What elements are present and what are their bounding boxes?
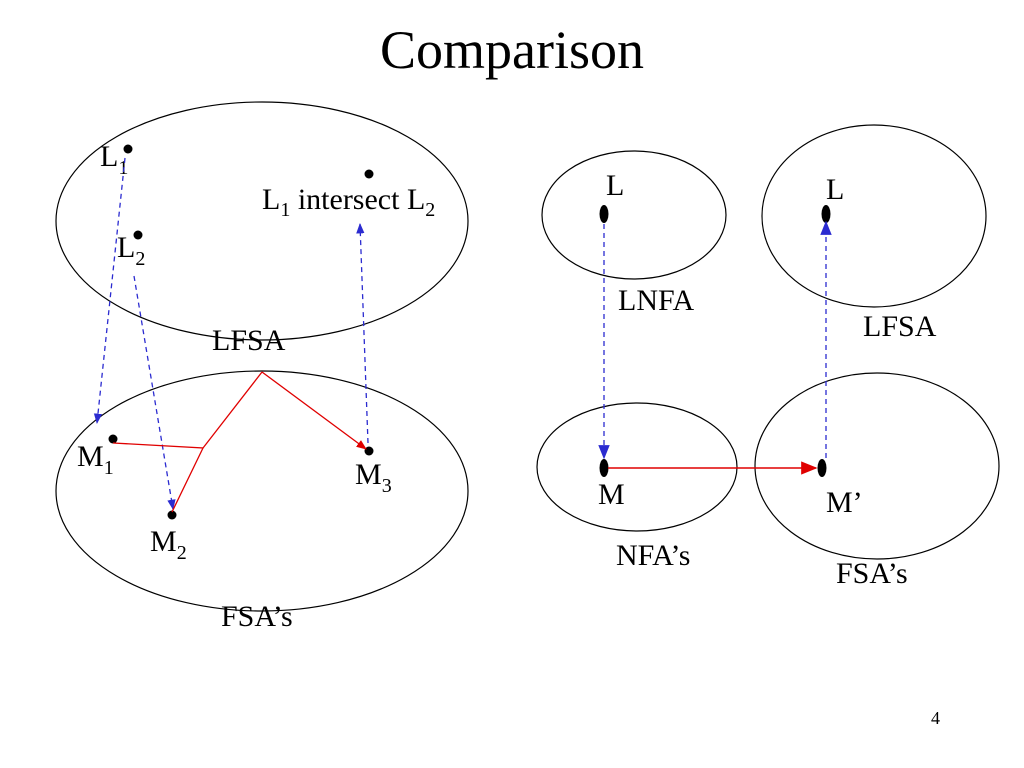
nfas-label: NFA’s — [616, 539, 690, 572]
m1-point — [108, 434, 118, 444]
m2-point — [167, 510, 177, 520]
l1-point — [123, 144, 133, 154]
join-to-apex-line — [202, 371, 263, 449]
apex-to-m3-red-arrow — [261, 371, 367, 450]
fsa-m-prime-point — [817, 459, 827, 477]
intersect-label: L1 intersect L2 — [262, 183, 435, 221]
m3-to-intersect-dashed-arrow — [356, 222, 369, 444]
lnfa-set-ellipse — [541, 150, 727, 280]
lfsa-set-ellipse — [55, 101, 469, 341]
m1-m2-join-lines — [112, 442, 205, 513]
l2-point — [133, 230, 143, 240]
right-lfsa-set-ellipse — [761, 124, 987, 308]
fsas-set-ellipse — [55, 370, 469, 612]
page-number: 4 — [931, 708, 940, 728]
l2-to-m2-dashed-arrow — [133, 275, 176, 511]
slide-title: Comparison — [380, 20, 644, 80]
m3-point — [364, 446, 374, 456]
lnfa-label: LNFA — [618, 284, 694, 317]
nfa-m-point — [599, 459, 609, 477]
intersect-point — [364, 169, 374, 179]
fsa-m-prime-label: M’ — [826, 486, 863, 519]
lnfa-l-point — [599, 205, 609, 223]
fsas-set-label: FSA’s — [221, 600, 293, 633]
l2-label: L2 — [117, 231, 145, 270]
lfsa-l-point — [821, 205, 831, 223]
nfa-m-label: M — [598, 478, 625, 511]
lfsa-l-label: L — [826, 173, 844, 206]
m1-label: M1 — [77, 440, 114, 479]
l1-label: L1 — [100, 140, 128, 179]
m2-label: M2 — [150, 525, 187, 564]
lfsa-set-label: LFSA — [212, 324, 286, 357]
right-lfsa-label: LFSA — [863, 310, 937, 343]
right-fsas-set-ellipse — [754, 372, 1000, 560]
nfas-set-ellipse — [536, 402, 738, 532]
right-fsas-label: FSA’s — [836, 557, 908, 590]
l1-to-m1-dashed-arrow — [93, 157, 126, 425]
m3-label: M3 — [355, 458, 392, 497]
lnfa-l-label: L — [606, 169, 624, 202]
